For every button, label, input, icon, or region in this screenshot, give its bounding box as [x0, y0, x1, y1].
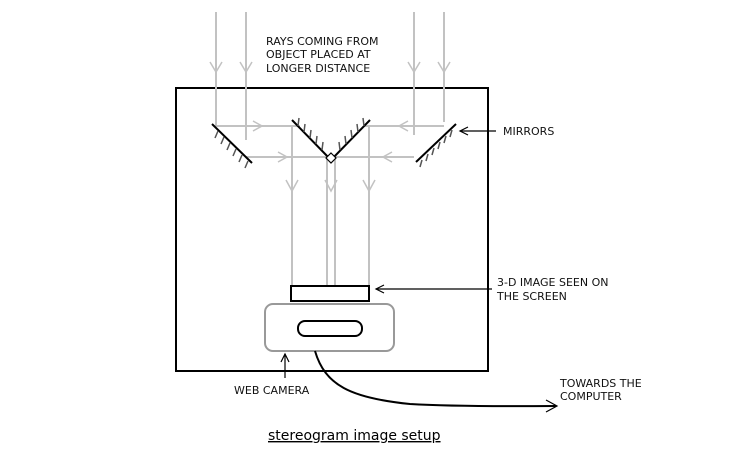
camera-cable	[314, 350, 557, 408]
rays-label-2: OBJECT PLACED AT	[266, 48, 371, 61]
downward-rays	[285, 126, 376, 286]
screen	[290, 285, 370, 302]
enclosure-box	[175, 87, 489, 372]
rays-label-1: RAYS COMING FROM	[266, 35, 379, 48]
mirror-left-outer	[211, 123, 253, 169]
mirror-apex	[325, 152, 337, 164]
diagram-title: stereogram image setup	[268, 428, 441, 444]
image-seen-label-1: 3-D IMAGE SEEN ON	[497, 276, 608, 289]
reflected-rays	[216, 120, 444, 163]
web-camera	[264, 303, 395, 352]
mirror-center-right	[330, 117, 371, 161]
towards-label-2: COMPUTER	[560, 390, 622, 403]
mirrors-label: MIRRORS	[503, 125, 554, 138]
camera-lens	[297, 320, 363, 337]
image-seen-label-2: THE SCREEN	[496, 290, 567, 303]
mirror-center-left	[291, 117, 332, 161]
towards-label-1: TOWARDS THE	[559, 377, 642, 390]
mirror-right-outer	[415, 123, 457, 168]
incoming-rays	[209, 12, 451, 140]
web-camera-label: WEB CAMERA	[234, 384, 310, 397]
rays-label-3: LONGER DISTANCE	[266, 62, 370, 75]
